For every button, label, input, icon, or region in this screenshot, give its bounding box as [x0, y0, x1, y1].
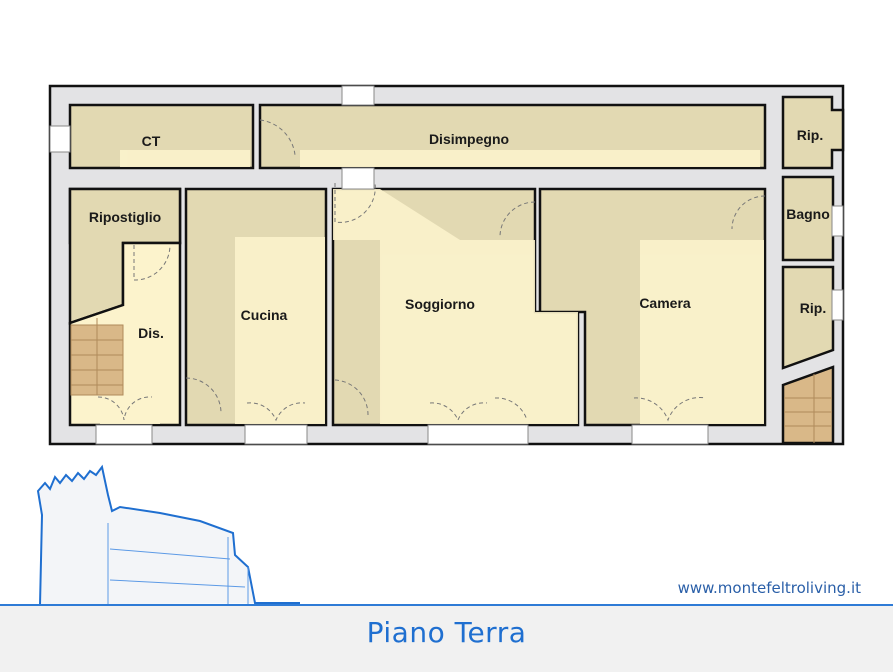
room-label-rip-bottom: Rip. — [800, 300, 826, 316]
stairs-right — [784, 374, 832, 443]
light-patches — [100, 150, 764, 424]
room-label-rip-top: Rip. — [797, 127, 823, 143]
room-label-dis: Dis. — [138, 325, 164, 341]
room-label-ripostiglio: Ripostiglio — [89, 209, 161, 225]
room-label-disimpegno: Disimpegno — [429, 131, 509, 147]
room-label-soggiorno: Soggiorno — [405, 296, 475, 312]
footer-bar: Piano Terra — [0, 604, 893, 672]
floor-title: Piano Terra — [366, 616, 527, 649]
room-label-bagno: Bagno — [786, 206, 830, 222]
room-label-camera: Camera — [639, 295, 691, 311]
door-swings — [97, 119, 766, 422]
website-url: www.montefeltroliving.it — [677, 579, 861, 597]
room-label-cucina: Cucina — [241, 307, 288, 323]
castle-logo-icon — [0, 464, 300, 605]
floor-plan: CT Disimpegno Rip. Ripostiglio Dis. Cuci… — [48, 84, 845, 446]
room-label-ct: CT — [142, 133, 161, 149]
stairs-left — [70, 318, 124, 396]
windows — [49, 85, 844, 445]
